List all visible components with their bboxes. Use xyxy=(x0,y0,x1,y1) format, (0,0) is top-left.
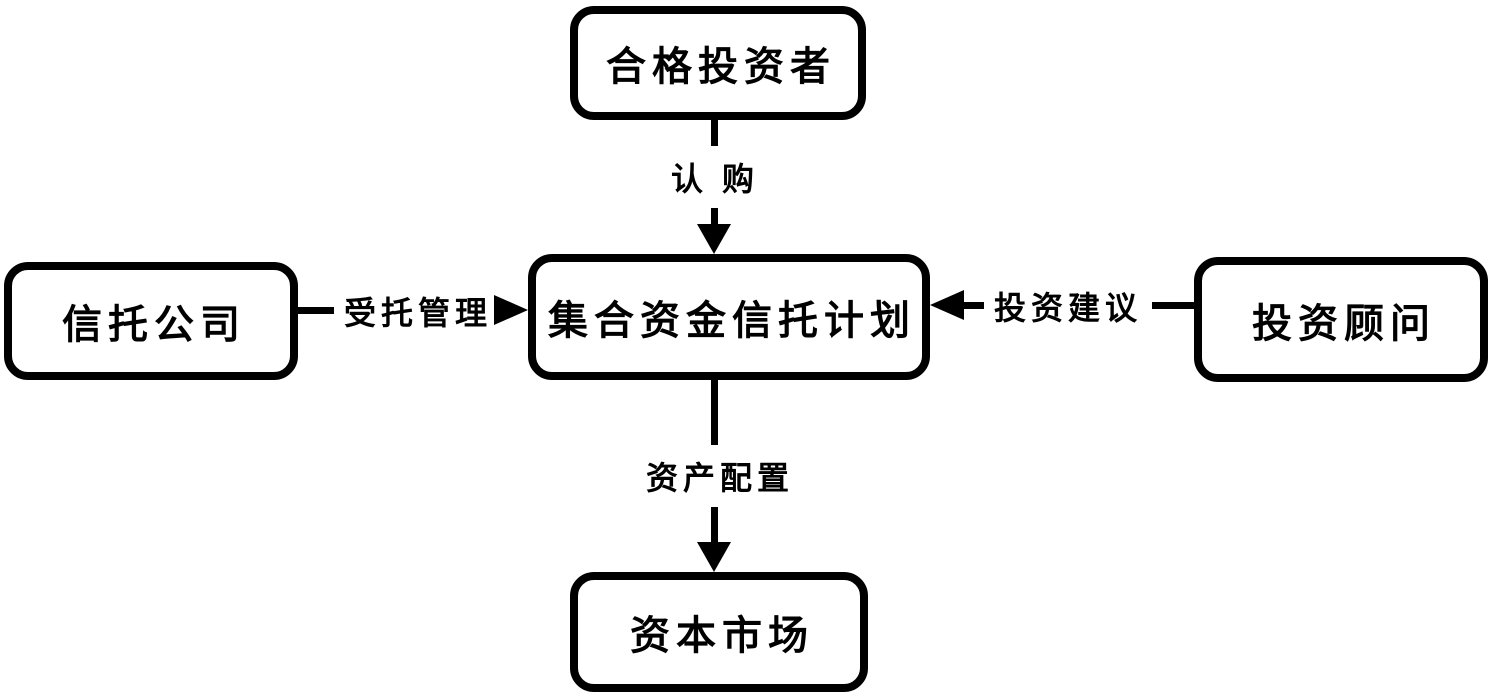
node-investment-advisor: 投资顾问 xyxy=(1194,257,1488,382)
node-capital-market-label: 资本市场 xyxy=(630,614,814,658)
node-qualified-investor: 合格投资者 xyxy=(570,6,866,120)
node-capital-market: 资本市场 xyxy=(570,572,868,692)
node-trust-plan: 集合资金信托计划 xyxy=(528,254,930,380)
investment-advice-arrowhead-left-icon xyxy=(930,290,964,320)
entrusted-management-arrowhead-right-icon xyxy=(494,295,528,325)
node-trust-company: 信托公司 xyxy=(4,262,298,380)
entrusted-management-edge-label: 受托管理 xyxy=(333,280,503,342)
investment-advice-edge-label: 投资建议 xyxy=(983,275,1153,337)
node-investment-advisor-label: 投资顾问 xyxy=(1252,301,1436,346)
node-trust-company-label: 信托公司 xyxy=(62,303,246,347)
subscription-edge-label: 认 购 xyxy=(661,146,769,208)
subscription-arrowhead-down-icon xyxy=(697,224,731,254)
node-qualified-investor-label: 合格投资者 xyxy=(606,45,836,89)
node-trust-plan-label: 集合资金信托计划 xyxy=(548,299,916,343)
asset-allocation-edge-label: 资产配置 xyxy=(635,445,805,507)
asset-allocation-arrowhead-down-icon xyxy=(697,542,731,572)
